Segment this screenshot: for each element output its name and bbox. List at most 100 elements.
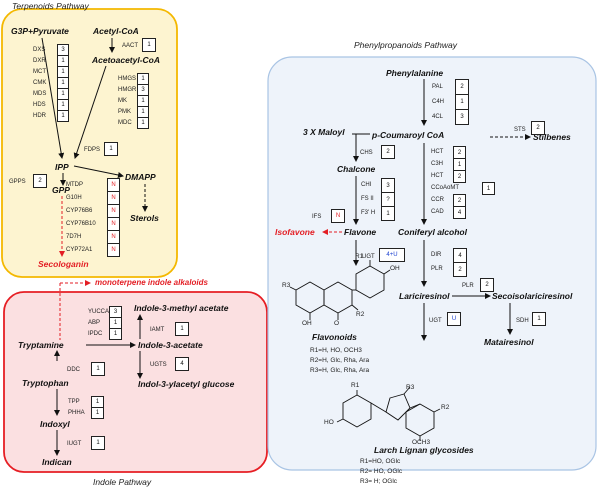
enzyme-label: 7D7H xyxy=(66,233,82,240)
lignan-structure xyxy=(336,386,441,441)
enzyme-label: C3H xyxy=(431,161,444,167)
enzyme-count-box: 2 xyxy=(453,170,466,183)
enzyme-label: HCT xyxy=(431,173,444,179)
metabolite-acetoacetyl-coa: Acetoacetyl-CoA xyxy=(92,55,161,65)
terpenoids-pathway-title: Terpenoids Pathway xyxy=(12,1,89,11)
metabolite-indoxyl: Indoxyl xyxy=(40,419,70,429)
enzyme-label: F3' H xyxy=(361,210,376,216)
enzyme-sts-label: STS xyxy=(514,127,526,133)
enzyme-count-box: 4 xyxy=(453,248,467,263)
enzyme-chs-count: 2 xyxy=(381,145,395,159)
enzyme-ugt-flavone-count: 4+U xyxy=(379,248,405,262)
enzyme-label: CYP76B10 xyxy=(66,220,96,227)
substituent-note: R2=H, Glc, Rha, Ara xyxy=(310,357,370,364)
indole-pathway-title: Indole Pathway xyxy=(93,477,152,487)
flavonoid-r1-label: R1 xyxy=(355,253,364,260)
metabolite-tryptophan: Tryptophan xyxy=(22,378,69,388)
enzyme-label: PLR xyxy=(431,266,443,272)
substituent-note: R3=H, Glc, Rha, Ara xyxy=(310,367,370,374)
enzyme-label: HMGS xyxy=(118,75,136,82)
metabolite-indican: Indican xyxy=(42,457,72,467)
metabolite-phenylalanine: Phenylalanine xyxy=(386,68,444,78)
enzyme-label: TPP xyxy=(68,398,80,405)
enzyme-count-box: 1 xyxy=(137,117,149,129)
enzyme-label: DXR xyxy=(33,57,46,64)
arrow-acetoacetyl-to-ipp xyxy=(73,65,107,159)
enzyme-label: HMGR xyxy=(118,86,137,93)
metabolite-3x-maloyl: 3 X Maloyl xyxy=(303,127,345,137)
enzyme-ifs-label: IFS xyxy=(312,214,322,220)
phenylpropanoids-panel xyxy=(267,56,597,471)
metabolite-acetyl-coa: Acetyl-CoA xyxy=(93,26,139,36)
enzyme-count-box: N xyxy=(107,243,120,257)
enzyme-ifs-count: N xyxy=(331,209,345,223)
flavonoid-r2-label: R2 xyxy=(356,311,365,318)
metabolite-dmapp: DMAPP xyxy=(125,172,156,182)
lignan-r3-label: R3 xyxy=(406,384,415,391)
flavonoid-structure xyxy=(289,260,391,320)
enzyme-ddc-count: 1 xyxy=(91,362,105,376)
metabolite-indole-3-acetate: Indole-3-acetate xyxy=(138,340,203,350)
lignan-r1-label: R1 xyxy=(351,382,360,389)
substituent-note: R3= H; OGlc xyxy=(360,478,398,485)
enzyme-sdh-count: 1 xyxy=(532,312,546,326)
enzyme-label: PAL xyxy=(432,83,443,90)
substituent-note: R1=HO, OGlc xyxy=(360,458,401,465)
enzyme-fdps-count: 1 xyxy=(104,142,118,156)
metabolite-lariciresinol: Lariciresinol xyxy=(399,291,450,301)
metabolite-indol-3-ylacetyl-glucose: Indol-3-ylacetyl glucose xyxy=(138,379,235,389)
enzyme-sts-count: 2 xyxy=(531,121,545,135)
lignan-och3-label: OCH3 xyxy=(412,439,431,446)
enzyme-label: MK xyxy=(118,97,127,104)
enzyme-count-box: 3 xyxy=(381,178,395,193)
enzyme-aact-count: 1 xyxy=(142,38,156,52)
enzyme-aact-label: AACT xyxy=(122,43,139,49)
metabolite-indole-3-methyl-acetate: Indole-3-methyl acetate xyxy=(134,303,229,313)
metabolite-gpp: GPP xyxy=(52,185,70,195)
enzyme-label: DIR xyxy=(431,252,442,258)
enzyme-label: FS II xyxy=(361,196,374,202)
metabolite-larch-lignan-glycosides: Larch Lignan glycosides xyxy=(374,445,474,455)
enzyme-ugts-count: 4 xyxy=(175,357,189,371)
enzyme-fdps-label: FDPS xyxy=(84,147,101,153)
enzyme-label: HCT xyxy=(431,149,444,155)
enzyme-label: MDS xyxy=(33,90,47,97)
enzyme-count-box: N xyxy=(107,230,120,244)
metabolite-flavonoids: Flavonoids xyxy=(312,332,357,342)
flavonoid-r3-label: R3 xyxy=(282,282,291,289)
enzyme-chs-label: CHS xyxy=(360,150,373,156)
metabolite-isofavone: Isofavone xyxy=(275,227,315,237)
enzyme-count-box: ? xyxy=(381,192,395,207)
enzyme-label: YUCCA xyxy=(88,308,110,315)
enzyme-label: DXS xyxy=(33,46,46,53)
enzyme-count-box: 1 xyxy=(91,407,104,419)
enzyme-ugt-flavone-label: UGT xyxy=(362,254,375,260)
metabolite-matairesinol: Matairesinol xyxy=(484,337,534,347)
enzyme-count-box: 1 xyxy=(57,110,69,122)
enzyme-label: 4CL xyxy=(432,113,444,120)
enzyme-label: CCR xyxy=(431,197,444,203)
lignan-r2-label: R2 xyxy=(441,404,450,411)
enzyme-label: HDR xyxy=(33,112,46,119)
metabolite-chalcone: Chalcone xyxy=(337,164,376,174)
enzyme-iugt-count: 1 xyxy=(91,436,105,450)
enzyme-count-box: N xyxy=(107,204,120,218)
enzyme-count-box: 4 xyxy=(453,206,466,219)
enzyme-label: CCoAoMT xyxy=(431,185,460,191)
enzyme-gpps-label: GPPS xyxy=(9,179,26,185)
enzyme-sdh-label: SDH xyxy=(516,318,529,324)
enzyme-count-box: 1 xyxy=(455,94,469,110)
enzyme-count-box: N xyxy=(107,178,120,192)
enzyme-count-box: 1 xyxy=(381,206,395,221)
metabolite-tryptamine: Tryptamine xyxy=(18,340,64,350)
metabolite-monoterpene-indole-alkaloids: monoterpene indole alkaloids xyxy=(95,278,208,287)
enzyme-iugt-label: IUGT xyxy=(67,441,82,447)
enzyme-label: PHHA xyxy=(68,409,85,416)
enzyme-ugt-lariciresinol-count: U xyxy=(447,312,461,326)
enzyme-label: CMK xyxy=(33,79,47,86)
metabolite-flavone: Flavone xyxy=(344,227,377,237)
enzyme-ugts-label: UGTS xyxy=(150,362,167,368)
flavonoid-oh-label: OH xyxy=(390,265,400,272)
enzyme-ddc-label: DDC xyxy=(67,367,80,373)
